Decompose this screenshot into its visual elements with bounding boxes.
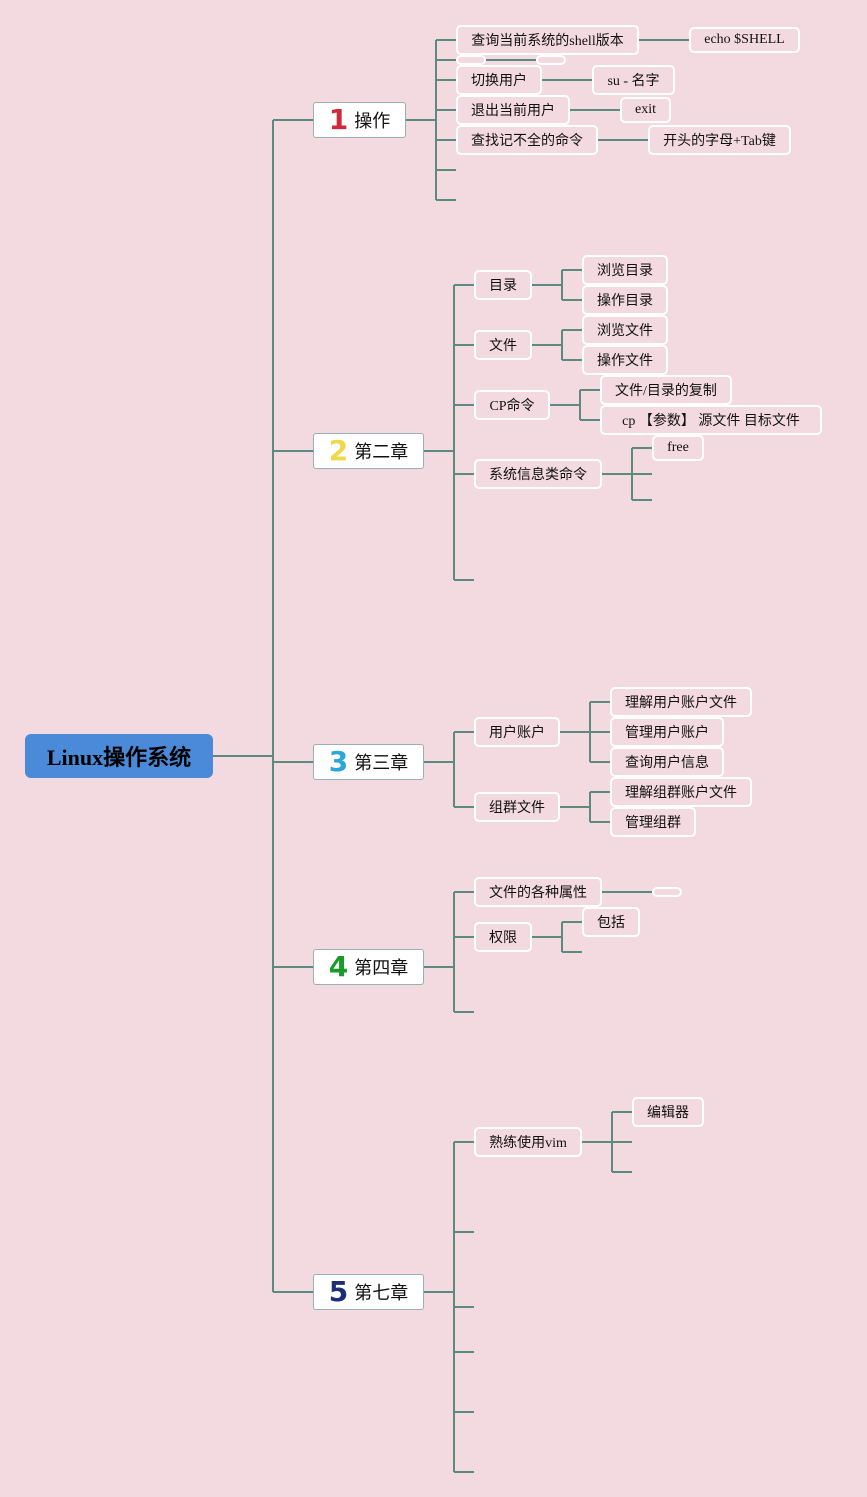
topic-shell-version[interactable]: 查询当前系统的shell版本: [456, 25, 639, 55]
number-4-icon: 4: [328, 950, 349, 983]
number-5-icon: 5: [328, 1275, 349, 1308]
topic-operate-directory[interactable]: 操作目录: [582, 285, 668, 315]
topic-editor[interactable]: 编辑器: [632, 1097, 704, 1127]
chapter-4-title: 第四章: [354, 958, 409, 978]
topic-exit-command[interactable]: exit: [620, 97, 671, 123]
topic-browse-directory[interactable]: 浏览目录: [582, 255, 668, 285]
number-2-icon: 2: [328, 434, 349, 467]
chapter-5-title: 第七章: [354, 1283, 409, 1303]
topic-empty-b[interactable]: [536, 55, 566, 65]
topic-tab-completion[interactable]: 开头的字母+Tab键: [648, 125, 791, 155]
chapter-3-title: 第三章: [354, 753, 409, 773]
topic-user-account[interactable]: 用户账户: [474, 717, 560, 747]
topic-find-command[interactable]: 查找记不全的命令: [456, 125, 598, 155]
topic-file[interactable]: 文件: [474, 330, 532, 360]
topic-shell-command[interactable]: echo $SHELL: [689, 27, 800, 53]
number-3-icon: 3: [328, 745, 349, 778]
topic-cp-command[interactable]: CP命令: [474, 390, 550, 420]
chapter-3-node[interactable]: 3 第三章: [313, 744, 424, 780]
topic-exit-user[interactable]: 退出当前用户: [456, 95, 570, 125]
topic-free[interactable]: free: [652, 435, 704, 461]
chapter-2-node[interactable]: 2 第二章: [313, 433, 424, 469]
root-node[interactable]: Linux操作系统: [25, 734, 213, 778]
topic-include[interactable]: 包括: [582, 907, 640, 937]
topic-group-account-file[interactable]: 理解组群账户文件: [610, 777, 752, 807]
topic-vim[interactable]: 熟练使用vim: [474, 1127, 582, 1157]
topic-cp-syntax[interactable]: cp 【参数】 源文件 目标文件: [600, 405, 822, 435]
topic-user-account-file[interactable]: 理解用户账户文件: [610, 687, 752, 717]
topic-browse-file[interactable]: 浏览文件: [582, 315, 668, 345]
chapter-1-title: 操作: [354, 111, 391, 131]
topic-query-user-info[interactable]: 查询用户信息: [610, 747, 724, 777]
topic-empty-a[interactable]: [456, 55, 486, 65]
topic-manage-group[interactable]: 管理组群: [610, 807, 696, 837]
topic-file-attributes[interactable]: 文件的各种属性: [474, 877, 602, 907]
topic-switch-user[interactable]: 切换用户: [456, 65, 542, 95]
chapter-2-title: 第二章: [354, 442, 409, 462]
topic-system-info[interactable]: 系统信息类命令: [474, 459, 602, 489]
topic-operate-file[interactable]: 操作文件: [582, 345, 668, 375]
topic-switch-user-command[interactable]: su - 名字: [592, 65, 675, 95]
topic-group-file[interactable]: 组群文件: [474, 792, 560, 822]
number-1-icon: 1: [328, 103, 349, 136]
topic-empty-c[interactable]: [652, 887, 682, 897]
topic-cp-description[interactable]: 文件/目录的复制: [600, 375, 732, 405]
chapter-5-node[interactable]: 5 第七章: [313, 1274, 424, 1310]
topic-manage-user-account[interactable]: 管理用户账户: [610, 717, 724, 747]
chapter-1-node[interactable]: 1 操作: [313, 102, 406, 138]
topic-directory[interactable]: 目录: [474, 270, 532, 300]
topic-permission[interactable]: 权限: [474, 922, 532, 952]
chapter-4-node[interactable]: 4 第四章: [313, 949, 424, 985]
